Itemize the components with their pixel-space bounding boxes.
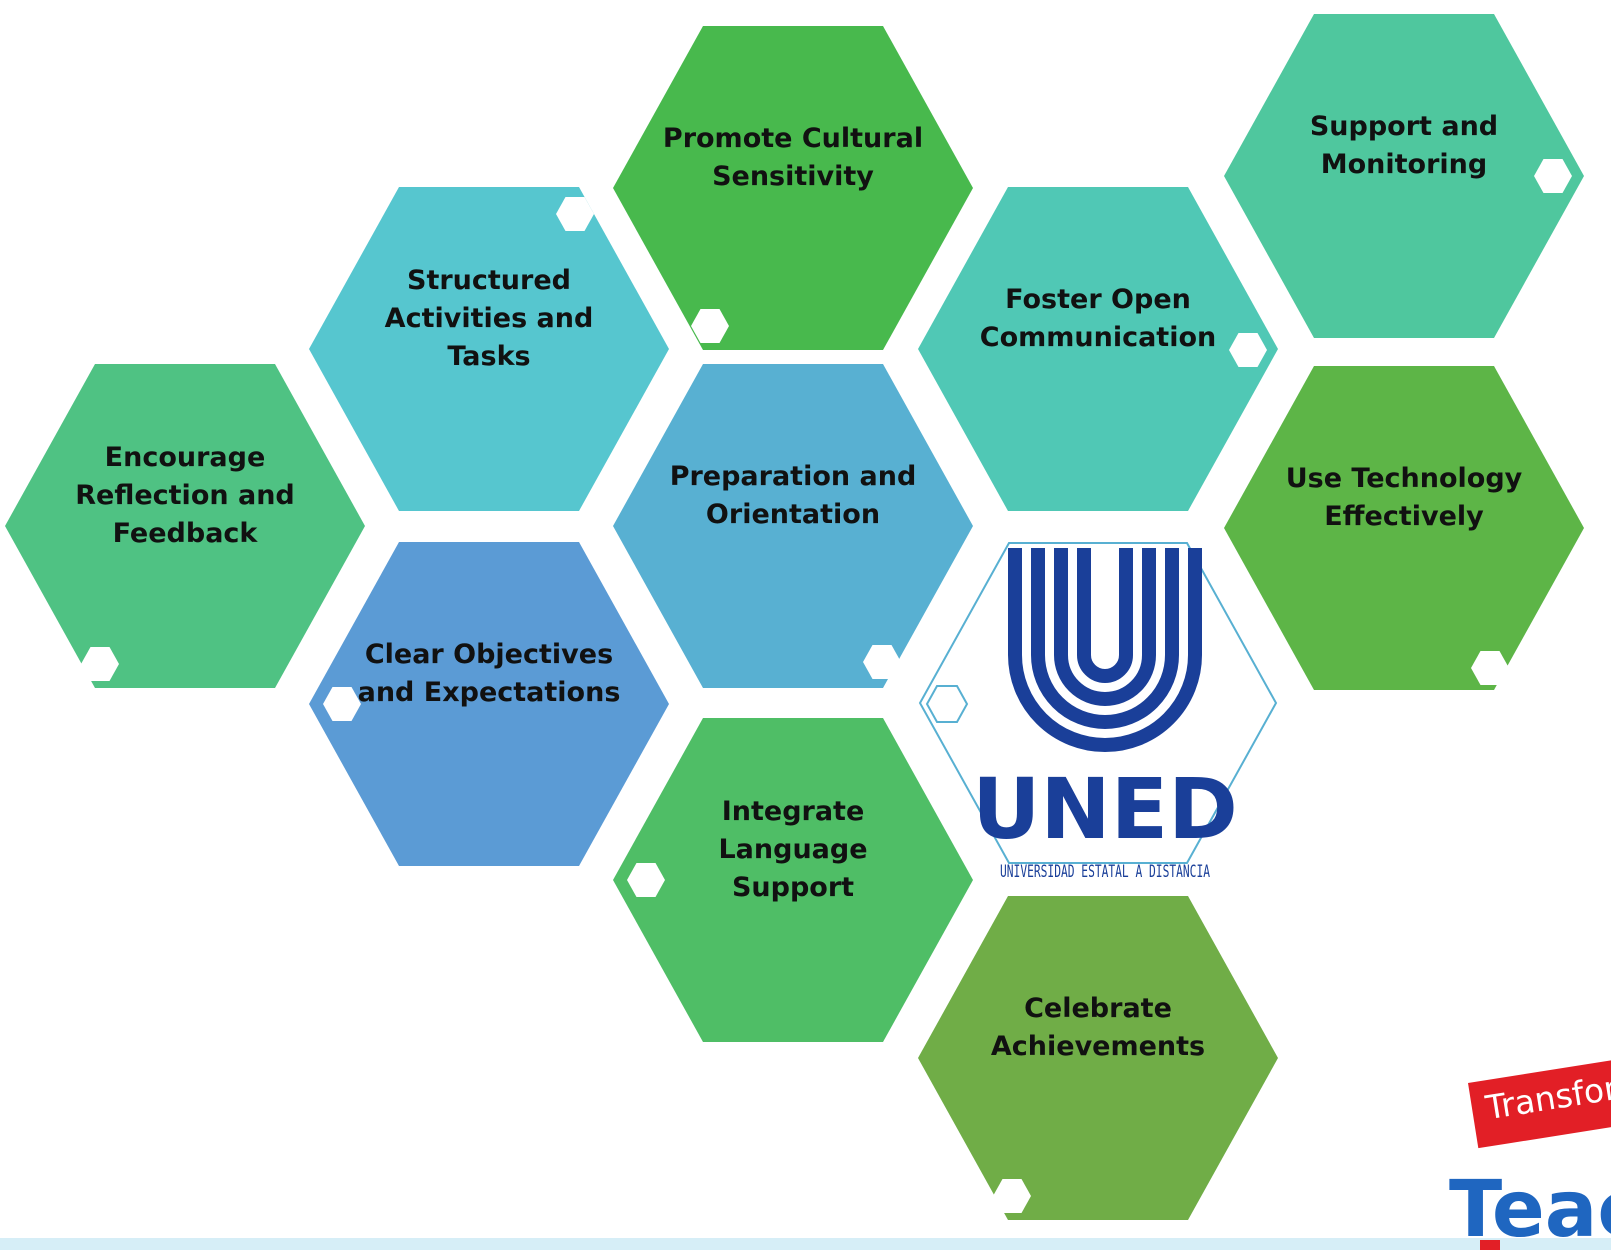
hexagon-label-support-monitoring: Support and Monitoring xyxy=(1309,111,1499,180)
bottom-band xyxy=(0,1238,1611,1250)
hexagon-structured-activities xyxy=(309,187,669,511)
hexagon-label-encourage-reflection: Encourage Reflection and Feedback xyxy=(75,442,295,549)
hexagon-encourage-reflection xyxy=(5,364,365,688)
hexagon-dot-integrate-language xyxy=(627,863,665,897)
logo-subtitle: UNIVERSIDAD ESTATAL A DISTANCIA xyxy=(1000,862,1210,882)
hexagon-dot-celebrate-achievements xyxy=(993,1179,1031,1213)
hexagon-foster-open xyxy=(918,187,1278,511)
hexagon-clear-objectives xyxy=(309,542,669,866)
hexagon-label-promote-cultural: Promote Cultural Sensitivity xyxy=(662,123,924,192)
hexagon-label-structured-activities: Structured Activities and Tasks xyxy=(384,265,594,372)
uned-logo: UNED UNIVERSIDAD ESTATAL A DISTANCIA xyxy=(972,548,1238,882)
hexagon-promote-cultural xyxy=(613,26,973,350)
hexagon-dot-structured-activities xyxy=(556,197,594,231)
hexagon-support-monitoring xyxy=(1224,14,1584,338)
hexagon-dot-use-technology xyxy=(1471,651,1509,685)
teach-wordmark: Teac xyxy=(1449,1165,1611,1255)
logo-uned-word: UNED xyxy=(972,760,1238,858)
hexagon-label-celebrate-achievements: Celebrate Achievements xyxy=(990,993,1206,1062)
hexagon-dot-encourage-reflection xyxy=(81,647,119,681)
hexagon-celebrate-achievements xyxy=(918,896,1278,1220)
hexagon-dot-promote-cultural xyxy=(691,309,729,343)
hexagon-use-technology xyxy=(1224,366,1584,690)
hexagon-label-use-technology: Use Technology Effectively xyxy=(1285,463,1523,532)
hexagon-dot-preparation-orientation xyxy=(863,645,901,679)
hexagon-label-foster-open: Foster Open Communication xyxy=(979,284,1217,353)
hexagon-label-clear-objectives: Clear Objectives and Expectations xyxy=(357,639,621,708)
hexagon-dot-support-monitoring xyxy=(1534,159,1572,193)
teach-accent xyxy=(1480,1240,1500,1250)
hexagon-preparation-orientation xyxy=(613,364,973,688)
logo-frame-dot xyxy=(925,685,969,723)
hexagon-dot-foster-open xyxy=(1229,333,1267,367)
hexagon-dot-clear-objectives xyxy=(323,687,361,721)
hexagon-label-preparation-orientation: Preparation and Orientation xyxy=(669,461,917,530)
hexagon-integrate-language xyxy=(613,718,973,1042)
hexagon-label-integrate-language: Integrate Language Support xyxy=(718,796,868,903)
